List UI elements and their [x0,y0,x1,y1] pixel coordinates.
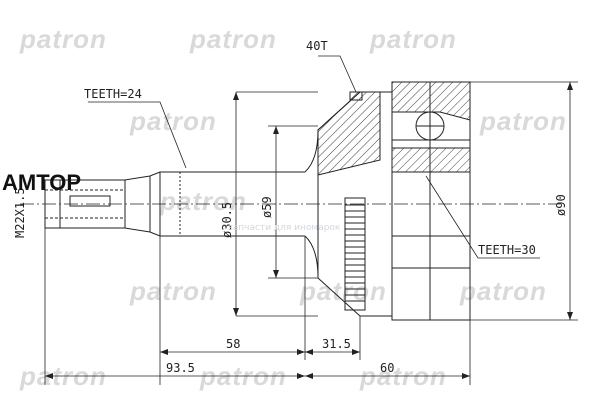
watermark-text: patron [369,24,457,54]
abs-ring-teeth [345,204,365,302]
bearing-ball [415,111,445,141]
dimension-arrows [45,82,573,379]
threaded-shaft [44,179,126,229]
watermark-text: patron [129,106,217,136]
hatch-body-upper [317,91,381,176]
watermark-text: patron [189,24,277,54]
watermark-text: patron [129,276,217,306]
hatch-housing-top [391,81,471,121]
hatched-sections [317,81,471,176]
label-shaft-teeth: TEETH=24 [84,87,142,101]
brand-subtext: запчасти для иномарок [228,223,341,233]
abs-ring-outline [344,197,366,311]
watermark-text: patron [299,276,387,306]
watermark-text: patron [459,276,547,306]
dimension-lines [44,55,578,385]
label-len-total: 93.5 [166,361,195,375]
shaft-bottom-edge [124,227,305,237]
watermark-layer: patron patron patron patron patron patro… [19,24,567,391]
watermark-text: patron [19,24,107,54]
leader-inner-teeth [425,175,540,259]
brand-logo: AMTOP [2,170,81,195]
label-dia-outer: ø90 [554,194,568,216]
label-len-boot: 31.5 [322,337,351,351]
label-thread: M22X1.5 [13,187,27,238]
shaft-top-edge [124,171,305,181]
hatch-notch [349,91,363,101]
label-outer-teeth: 40T [306,39,328,53]
watermark-text: patron [159,186,247,216]
keyway [69,195,111,207]
brand-overlay: AMTOP запчасти для иномарок [2,170,341,233]
label-len-housing: 60 [380,361,394,375]
label-dia-shaft: ø30.5 [220,202,234,238]
leader-outer-teeth [318,55,357,93]
watermark-text: patron [479,106,567,136]
dimension-labels: 40T TEETH=24 TEETH=30 M22X1.5 ø30.5 ø59 … [13,39,568,375]
label-inner-teeth: TEETH=30 [478,243,536,257]
housing-outline [391,81,471,321]
leader-shaft-teeth [88,101,187,169]
hatch-housing-mid [391,147,471,173]
label-dia-seal: ø59 [260,196,274,218]
label-len-shaft: 58 [226,337,240,351]
